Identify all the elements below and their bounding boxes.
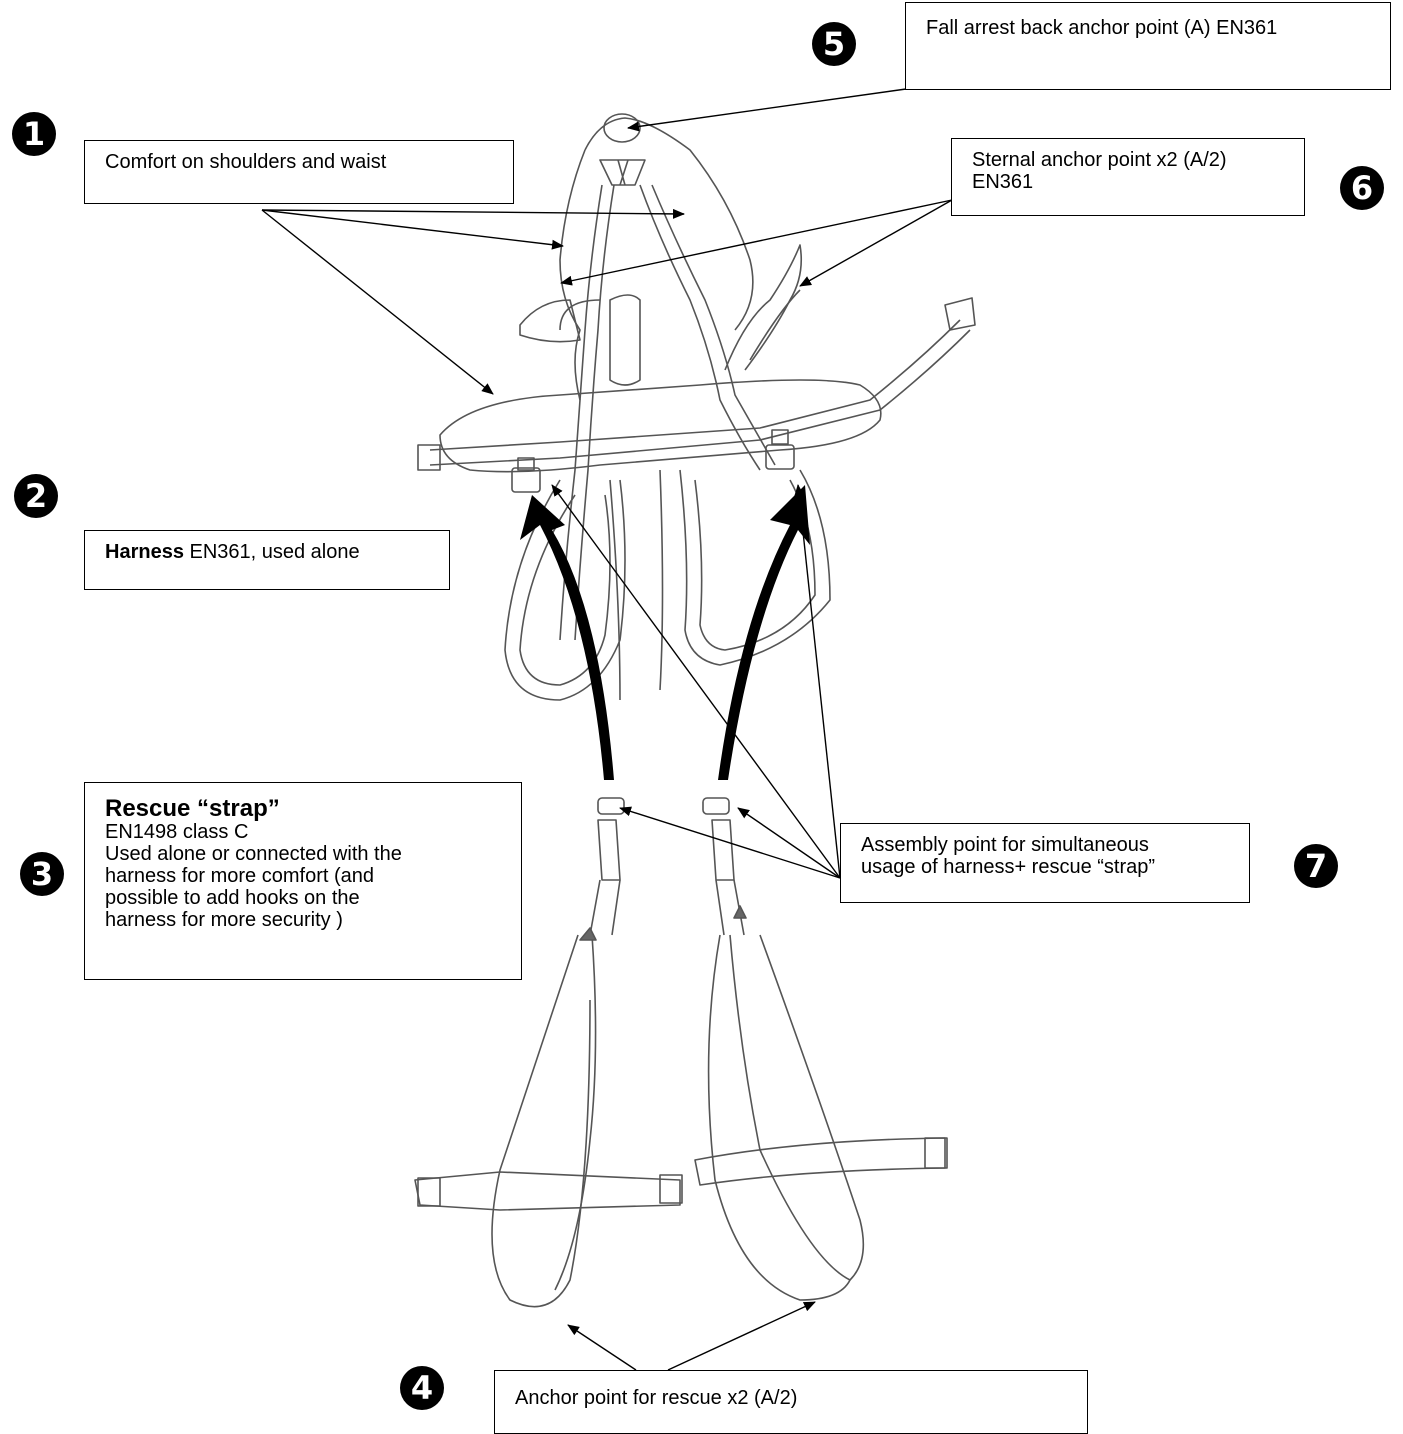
rescue-strap xyxy=(491,797,865,1308)
harness-leg-loops xyxy=(504,469,831,701)
belt-d-rings xyxy=(511,429,795,493)
number-badge-3: 3 xyxy=(20,852,64,896)
number-badge-5: 5 xyxy=(812,22,856,66)
rescue-title: Rescue “strap” xyxy=(105,795,280,822)
rescue-line-4: possible to add hooks on the xyxy=(105,887,360,909)
number-badge-2: 2 xyxy=(14,474,58,518)
sternal-callout: Sternal anchor point x2 (A/2) EN361 xyxy=(951,138,1305,216)
back-d-ring xyxy=(599,113,646,186)
rescue-strap-side-straps xyxy=(414,1137,948,1211)
assembly-line-2: usage of harness+ rescue “strap” xyxy=(861,856,1156,878)
rescue-strap-callout: Rescue “strap” EN1498 class C Used alone… xyxy=(84,782,522,980)
harness-label-bold: Harness xyxy=(105,541,184,563)
comfort-callout: Comfort on shoulders and waist xyxy=(84,140,514,204)
sternal-line-1: Sternal anchor point x2 (A/2) xyxy=(972,149,1227,171)
connection-arrows xyxy=(520,485,810,780)
harness-label-rest: EN361, used alone xyxy=(183,541,360,563)
number-badge-4: 4 xyxy=(400,1366,444,1410)
fall-arrest-label: Fall arrest back anchor point (A) EN361 xyxy=(926,17,1278,39)
anchor-rescue-callout: Anchor point for rescue x2 (A/2) xyxy=(494,1370,1088,1434)
number-badge-7: 7 xyxy=(1294,844,1338,888)
shoulder-pad xyxy=(519,117,754,401)
harness-callout: Harness EN361, used alone xyxy=(84,530,450,590)
assembly-line-1: Assembly point for simultaneous xyxy=(861,834,1149,856)
sternal-line-2: EN361 xyxy=(972,171,1034,193)
shoulder-straps xyxy=(559,184,776,641)
rescue-line-5: harness for more security ) xyxy=(105,909,343,931)
rescue-line-3: harness for more comfort (and xyxy=(105,865,374,887)
fall-arrest-callout: Fall arrest back anchor point (A) EN361 xyxy=(905,2,1391,90)
rescue-line-1: EN1498 class C xyxy=(105,821,249,843)
comfort-label: Comfort on shoulders and waist xyxy=(105,151,387,173)
waist-belt xyxy=(417,297,976,473)
callout-lines xyxy=(261,88,953,1371)
rescue-line-2: Used alone or connected with the xyxy=(105,843,402,865)
anchor-rescue-label: Anchor point for rescue x2 (A/2) xyxy=(515,1387,798,1409)
sternal-loops xyxy=(724,244,803,371)
assembly-callout: Assembly point for simultaneous usage of… xyxy=(840,823,1250,903)
number-badge-6: 6 xyxy=(1340,166,1384,210)
number-badge-1: 1 xyxy=(12,112,56,156)
